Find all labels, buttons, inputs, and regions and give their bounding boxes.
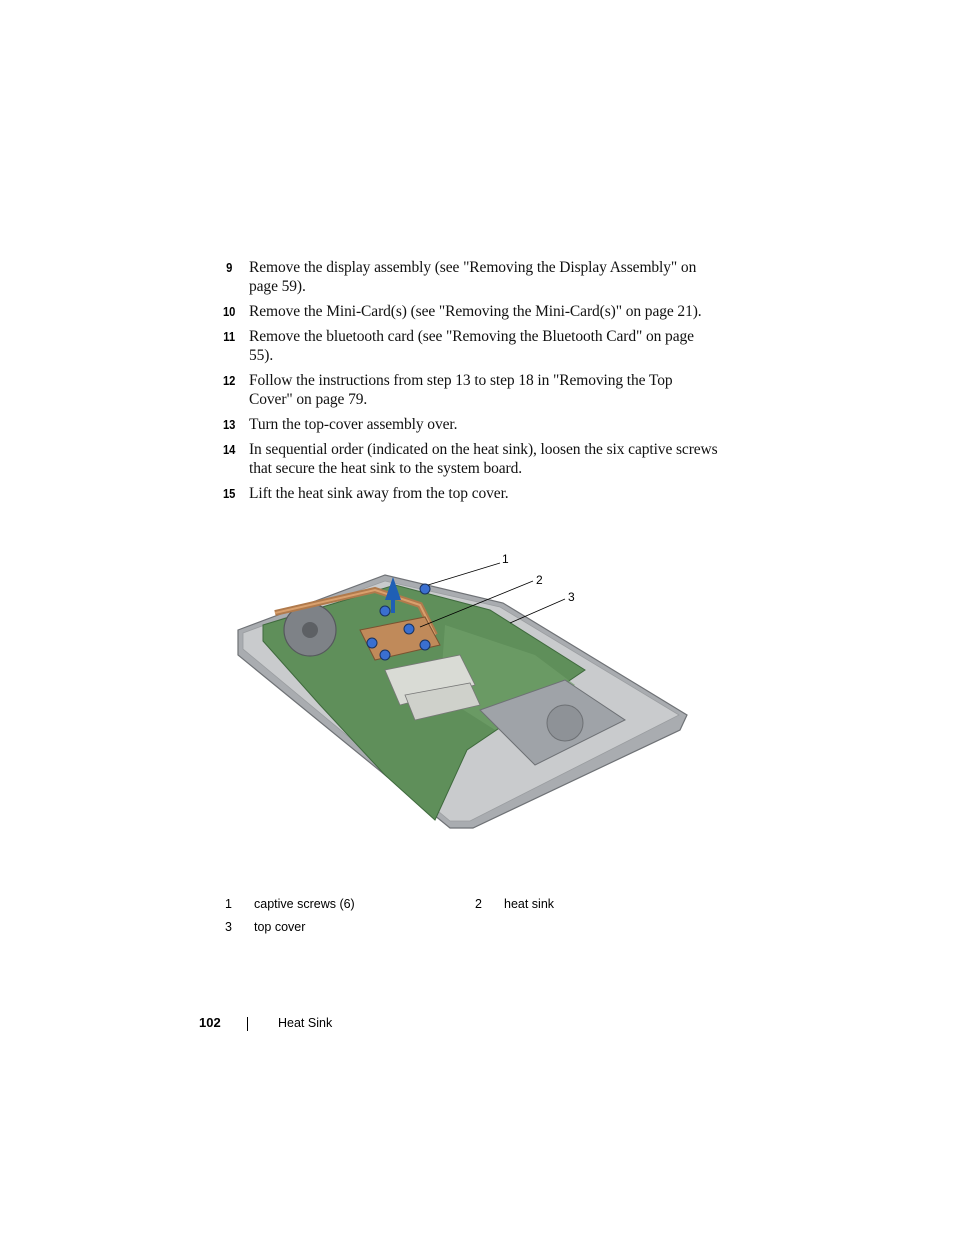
step-text: Follow the instructions from step 13 to … <box>249 372 673 408</box>
step-number: 14 <box>222 442 236 457</box>
step-number: 13 <box>222 417 236 432</box>
section-title: Heat Sink <box>278 1016 333 1030</box>
captive-screw <box>379 649 391 661</box>
step-number: 11 <box>223 329 236 344</box>
callout-label-2: 2 <box>536 573 543 587</box>
captive-screw <box>366 637 378 649</box>
step-number: 15 <box>222 486 236 501</box>
step-text: Lift the heat sink away from the top cov… <box>249 485 509 502</box>
step-number: 10 <box>222 304 236 319</box>
heat-sink-illustration: 1 2 3 <box>235 545 705 835</box>
step-text: Turn the top-cover assembly over. <box>249 416 458 433</box>
captive-screw <box>379 605 391 617</box>
step-text: Remove the display assembly (see "Removi… <box>249 259 697 295</box>
step-item: 11 Remove the bluetooth card (see "Remov… <box>218 327 718 365</box>
laptop-illustration: 1 2 3 <box>237 552 688 829</box>
legend-number: 3 <box>225 920 232 934</box>
captive-screw <box>403 623 415 635</box>
step-text: Remove the bluetooth card (see "Removing… <box>249 328 694 364</box>
callout-line-3 <box>509 598 566 624</box>
footer-separator <box>247 1017 248 1031</box>
heat-sink <box>359 616 441 661</box>
page-number: 102 <box>199 1015 221 1030</box>
legend-text: heat sink <box>504 897 555 911</box>
legend-text: top cover <box>254 920 306 934</box>
legend-text: captive screws (6) <box>254 897 355 911</box>
callout-label-1: 1 <box>502 552 509 566</box>
step-text: In sequential order (indicated on the he… <box>249 441 718 477</box>
step-number: 9 <box>226 260 233 275</box>
legend-number: 1 <box>225 897 232 911</box>
procedure-steps: 9 Remove the display assembly (see "Remo… <box>218 258 718 509</box>
callout-line-1 <box>427 562 501 586</box>
step-item: 13 Turn the top-cover assembly over. <box>218 415 718 434</box>
step-number: 12 <box>222 373 236 388</box>
step-text: Remove the Mini-Card(s) (see "Removing t… <box>249 303 702 320</box>
callout-line-2 <box>419 580 534 628</box>
captive-screw <box>419 583 431 595</box>
step-item: 12 Follow the instructions from step 13 … <box>218 371 718 409</box>
captive-screw <box>419 639 431 651</box>
step-item: 14 In sequential order (indicated on the… <box>218 440 718 478</box>
callout-label-3: 3 <box>568 590 575 604</box>
step-item: 10 Remove the Mini-Card(s) (see "Removin… <box>218 302 718 321</box>
lift-arrow <box>385 577 401 613</box>
legend-number: 2 <box>475 897 482 911</box>
step-item: 9 Remove the display assembly (see "Remo… <box>218 258 718 296</box>
step-item: 15 Lift the heat sink away from the top … <box>218 484 718 503</box>
